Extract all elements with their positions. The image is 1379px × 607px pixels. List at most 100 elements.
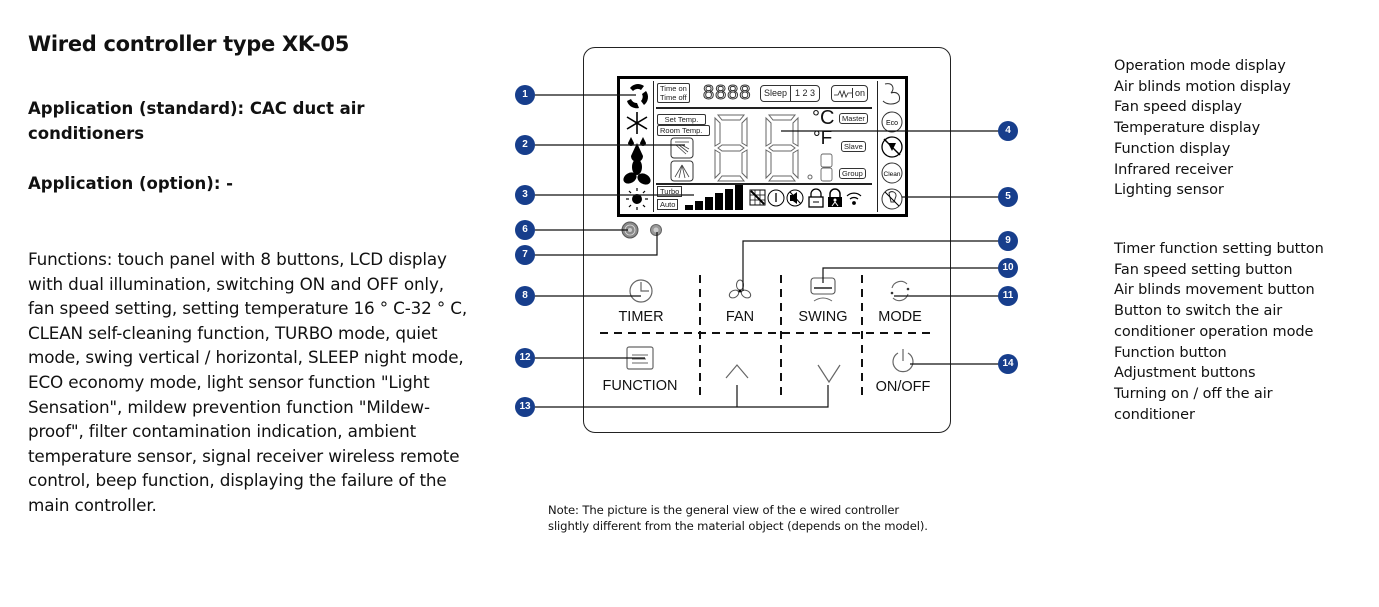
fan-label: FAN (725, 309, 755, 325)
power-icon (892, 349, 914, 373)
decimal-digit (820, 153, 833, 182)
down-button[interactable] (814, 362, 844, 384)
wifi-icon (846, 192, 862, 205)
legend-item: Fan speed display (1114, 99, 1242, 116)
callout-badge-3: 3 (515, 185, 535, 205)
temperature-digits (714, 114, 813, 182)
callout-badge-14: 14 (998, 354, 1018, 374)
timer-button[interactable]: TIMER (605, 278, 677, 325)
fan-button[interactable]: FAN (712, 279, 768, 325)
display-legend: Operation mode display Air blinds motion… (1114, 56, 1291, 201)
fan-speed-bar (705, 197, 713, 210)
set-temp-label: Set Temp. (657, 114, 706, 125)
callout-badge-10: 10 (998, 258, 1018, 278)
legend-item: Button to switch the air (1114, 303, 1283, 320)
swing-label: SWING (798, 309, 848, 325)
swing-button[interactable]: SWING (791, 276, 855, 325)
light-sensor-icon (881, 188, 903, 210)
air-blinds-icons (670, 137, 694, 182)
application-standard: Application (standard): CAC duct air con… (28, 99, 365, 143)
legend-item: Fan speed setting button (1114, 261, 1293, 278)
heat-mode-icon (626, 188, 648, 210)
room-temp-label: Room Temp. (657, 125, 710, 136)
legend-item: conditioner operation mode (1114, 323, 1314, 340)
legend-item: Function display (1114, 140, 1231, 157)
fan-icon (728, 279, 752, 299)
operation-mode-icons (623, 84, 651, 210)
callout-badge-4: 4 (998, 121, 1018, 141)
fahrenheit-unit: °F (813, 128, 833, 149)
air-blinds-icon (810, 277, 836, 302)
mode-label: MODE (878, 309, 922, 325)
fan-speed-bar (715, 193, 723, 210)
wave-on-indicator: on (831, 85, 869, 102)
wave-icon (834, 90, 852, 98)
master-label: Master (839, 113, 868, 124)
page-title: Wired controller type XK-05 (28, 32, 350, 56)
legend-item: Operation mode display (1114, 58, 1286, 74)
infrared-receiver (621, 221, 639, 239)
cool-mode-icon (626, 112, 648, 134)
up-button[interactable] (722, 362, 752, 380)
fan-mode-icon (623, 159, 651, 185)
legend-item: Adjustment buttons (1114, 365, 1256, 382)
lock-icon (808, 188, 824, 208)
thermometer-icon (767, 189, 785, 207)
legend-item: Infrared receiver (1114, 161, 1234, 178)
legend-item: Timer function setting button (1114, 241, 1324, 257)
function-button[interactable]: FUNCTION (596, 345, 684, 394)
application-option: Application (option): - (28, 174, 234, 193)
status-icons (749, 188, 862, 208)
fan-speed-bar (725, 189, 733, 210)
callout-badge-9: 9 (998, 231, 1018, 251)
buttons-legend: Timer function setting button Fan speed … (1114, 239, 1354, 425)
legend-item: conditioner (1114, 406, 1195, 423)
dry-mode-icon (628, 137, 646, 162)
svg-text:Clean: Clean (884, 171, 901, 178)
functions-description: Functions: touch panel with 8 buttons, L… (28, 249, 468, 515)
auto-label: Auto (657, 199, 679, 210)
chevron-up-icon (725, 364, 749, 379)
chevron-down-icon (817, 364, 841, 384)
fan-speed-bar (685, 205, 693, 210)
fan-speed-bar (695, 201, 703, 210)
fan-speed-bars (685, 185, 743, 210)
legend-item: Air blinds movement button (1114, 282, 1315, 299)
onoff-label: ON/OFF (875, 379, 931, 395)
callout-badge-12: 12 (515, 348, 535, 368)
filter-icon (749, 189, 766, 206)
callout-badge-11: 11 (998, 286, 1018, 306)
cycle-icon (890, 280, 910, 302)
eco-icon: Eco (881, 111, 903, 133)
legend-item: Turning on / off the air (1114, 385, 1273, 402)
auto-mode-icon (627, 84, 648, 109)
function-label: FUNCTION (602, 378, 678, 394)
timer-label: TIMER (618, 309, 664, 325)
legend-item: Temperature display (1114, 120, 1261, 137)
callout-badge-13: 13 (515, 397, 535, 417)
clock-icon (629, 279, 653, 303)
callout-badge-8: 8 (515, 286, 535, 306)
fan-speed-bar (735, 185, 743, 210)
callout-badge-1: 1 (515, 85, 535, 105)
menu-icon (626, 346, 654, 370)
clean-icon: Clean (881, 162, 903, 184)
mildew-proof-icon (881, 136, 903, 158)
legend-item: Function button (1114, 344, 1227, 361)
lighting-sensor (650, 224, 662, 236)
onoff-button[interactable]: ON/OFF (866, 347, 940, 395)
mode-button[interactable]: MODE (868, 278, 932, 325)
mute-icon (786, 189, 804, 207)
slave-label: Slave (841, 141, 866, 152)
legend-item: Air blinds motion display (1114, 78, 1291, 95)
legend-item: Lighting sensor (1114, 182, 1224, 199)
group-label: Group (839, 168, 866, 179)
celsius-unit: °C (812, 107, 835, 129)
callout-badge-5: 5 (998, 187, 1018, 207)
child-lock-icon (828, 188, 842, 207)
turbo-label: Turbo (657, 186, 683, 197)
callout-badge-2: 2 (515, 135, 535, 155)
body-sense-icon (882, 83, 900, 105)
